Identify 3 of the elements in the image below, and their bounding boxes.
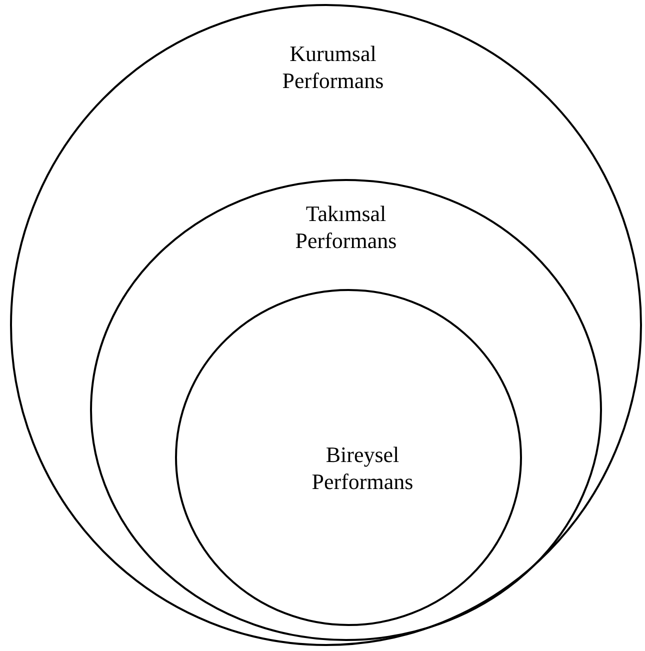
circle-label: Takımsal Performans	[294, 200, 398, 254]
circle-label: Bireysel Performans	[310, 441, 414, 495]
circle-label: Kurumsal Performans	[281, 40, 385, 94]
